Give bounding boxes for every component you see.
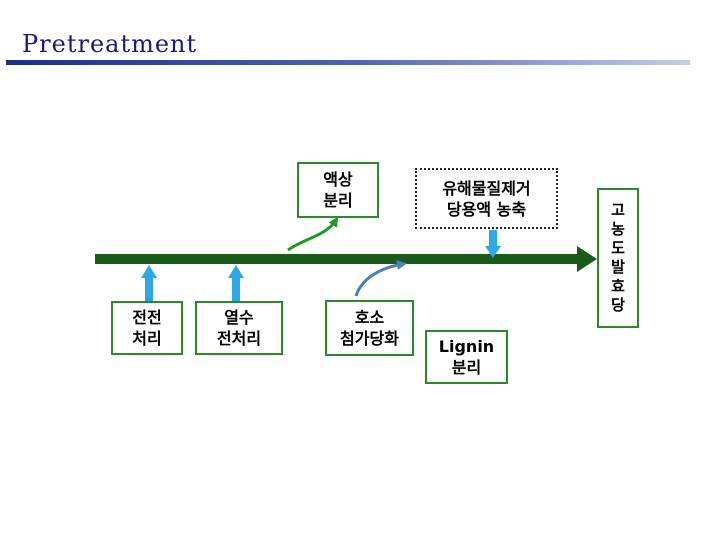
down-arrow-inhibitor [485,230,501,258]
box-inhibitor-removal: 유해물질제거 당용액 농축 [415,168,558,229]
title-underline [6,60,690,65]
vertical-char-5: 효 [611,277,625,295]
curve-arrow-liquid-separation [287,216,339,252]
vertical-char-2: 농 [611,220,625,238]
vertical-char-4: 발 [611,258,625,276]
slide-title: Pretreatment [22,30,198,58]
box-high-concentration-sugar: 고 농 도 발 효 당 [597,188,639,328]
box-lignin: Lignin 분리 [425,330,508,384]
up-arrow-pretreatment [141,265,157,302]
box-enzyme-line-1: 호소 [354,308,385,327]
box-hydrothermal-line-1: 열수 [224,308,254,327]
curve-arrow-enzyme [354,260,407,297]
box-lignin-line-1: Lignin [438,337,495,356]
box-hydrothermal: 열수 전처리 [195,301,283,355]
up-arrow-hydrothermal [228,265,244,302]
box-liquid-separation: 액상 분리 [297,162,379,218]
box-enzyme-line-2: 첨가당화 [340,329,399,348]
box-lignin-line-2: 분리 [451,358,482,377]
vertical-char-3: 도 [611,239,625,257]
box-pretreatment: 전전 처리 [111,301,183,355]
vertical-char-1: 고 [611,201,625,219]
box-pretreatment-line-2: 처리 [132,329,162,348]
box-inhibitor-removal-line-1: 유해물질제거 [442,178,531,198]
main-process-arrow [95,246,597,272]
box-liquid-separation-line-1: 액상 [323,170,353,189]
vertical-char-6: 당 [611,296,625,314]
box-hydrothermal-line-2: 전처리 [216,329,262,348]
box-pretreatment-line-1: 전전 [132,308,162,327]
box-inhibitor-removal-line-2: 당용액 농축 [446,199,527,219]
box-liquid-separation-line-2: 분리 [323,191,353,210]
box-enzyme: 호소 첨가당화 [325,300,414,356]
